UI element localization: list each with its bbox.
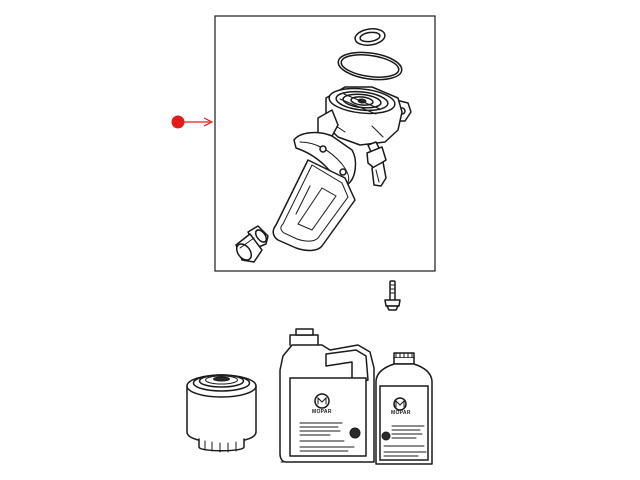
small-o-ring: [354, 28, 386, 46]
oil-filter: [186, 374, 257, 453]
bottle-brand-label: MOPAR: [391, 410, 411, 416]
oil-filter-housing-assembly-box: [214, 15, 436, 272]
housing-flange: [293, 131, 357, 187]
callout-dot[interactable]: [171, 115, 185, 129]
hose-connector-fitting: [235, 225, 269, 263]
mounting-bolt: [384, 280, 401, 311]
engine-oil-jug: MOPAR: [279, 328, 375, 463]
jug-brand-label: MOPAR: [312, 409, 332, 415]
oil-pressure-sensor: [366, 141, 387, 187]
engine-oil-bottle: MOPAR: [375, 352, 433, 465]
large-o-ring-gasket: [337, 51, 403, 81]
callout-marker[interactable]: [171, 115, 214, 129]
oil-pickup-tube: [272, 159, 356, 252]
callout-arrowhead: [203, 117, 214, 127]
